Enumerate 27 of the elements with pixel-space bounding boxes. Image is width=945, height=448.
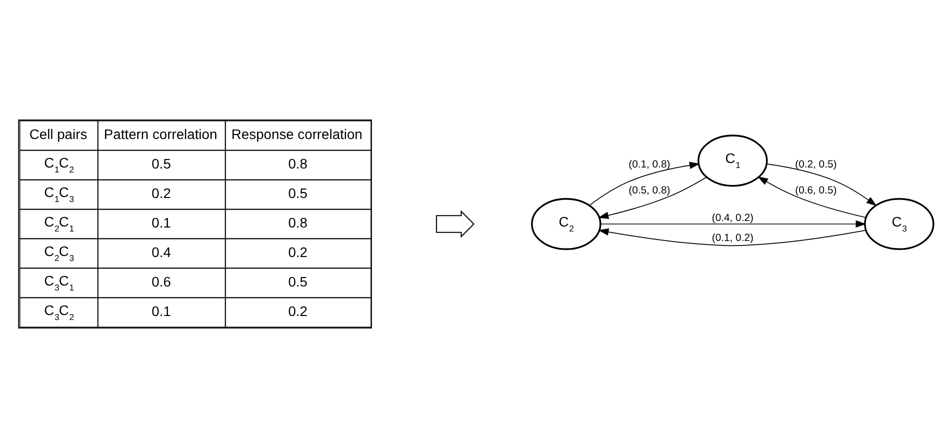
label: Pattern correlation — [104, 126, 218, 142]
edge-label: (0.6, 0.5) — [795, 185, 837, 196]
label: C$_{3}$C$_{1}$ — [44, 272, 74, 292]
label: C$_{1}$C$_{2}$ — [44, 154, 74, 174]
label: 0.2 — [288, 244, 308, 260]
edge-label: (0.4, 0.2) — [712, 213, 754, 224]
label: 0.5 — [288, 273, 308, 290]
label: 0.1 — [152, 302, 171, 319]
edge-label: (0.1, 0.8) — [628, 159, 670, 170]
label: 0.8 — [288, 214, 308, 230]
label: C$_{3}$C$_{2}$ — [44, 302, 74, 322]
label: 0.6 — [152, 273, 171, 290]
label: C$_{2}$C$_{3}$ — [44, 242, 74, 263]
label: 0.2 — [152, 184, 171, 201]
label: 0.8 — [288, 155, 308, 172]
label: 0.1 — [152, 214, 171, 230]
edge-label: (0.5, 0.8) — [628, 185, 670, 196]
label: C$_{1}$C$_{3}$ — [44, 184, 74, 204]
label: Response correlation — [231, 126, 362, 142]
label: 0.5 — [288, 184, 308, 201]
label: Cell pairs — [29, 126, 88, 142]
label: C$_{2}$C$_{1}$ — [44, 213, 74, 234]
label: 0.5 — [152, 155, 171, 172]
edge-label: (0.2, 0.5) — [795, 159, 837, 170]
label: 0.2 — [288, 302, 308, 319]
edge-label: (0.1, 0.2) — [712, 232, 754, 244]
label: 0.4 — [152, 244, 171, 260]
